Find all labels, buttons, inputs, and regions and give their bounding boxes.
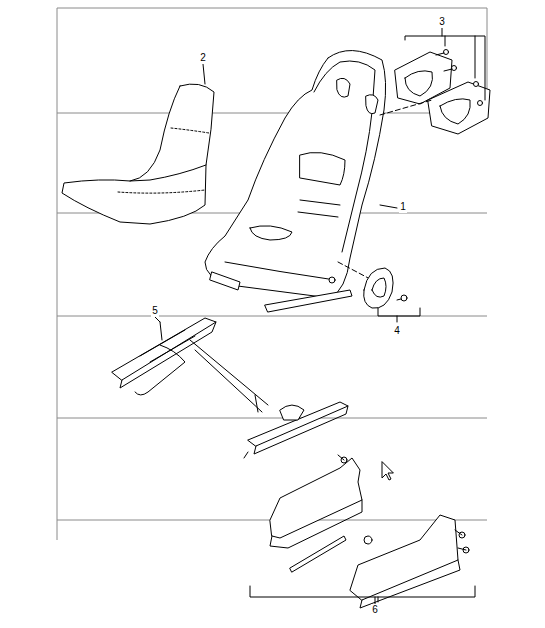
callout-number: 2: [199, 52, 207, 64]
callout-number: 6: [371, 604, 379, 616]
seat-cushion: [62, 84, 214, 224]
mounting-brackets: [250, 455, 475, 608]
seat-shell: [205, 50, 386, 312]
frame-lines: [57, 8, 487, 540]
side-brackets: [380, 36, 490, 134]
pointer-icon: [382, 462, 393, 480]
seat-rails: [112, 318, 348, 458]
grommet-cover: [338, 262, 420, 316]
callout-number: 4: [393, 325, 401, 337]
callout-number: 3: [438, 16, 446, 28]
callout-number: 1: [399, 201, 407, 213]
leader-lines: [155, 28, 442, 604]
callout-number: 5: [151, 305, 159, 317]
